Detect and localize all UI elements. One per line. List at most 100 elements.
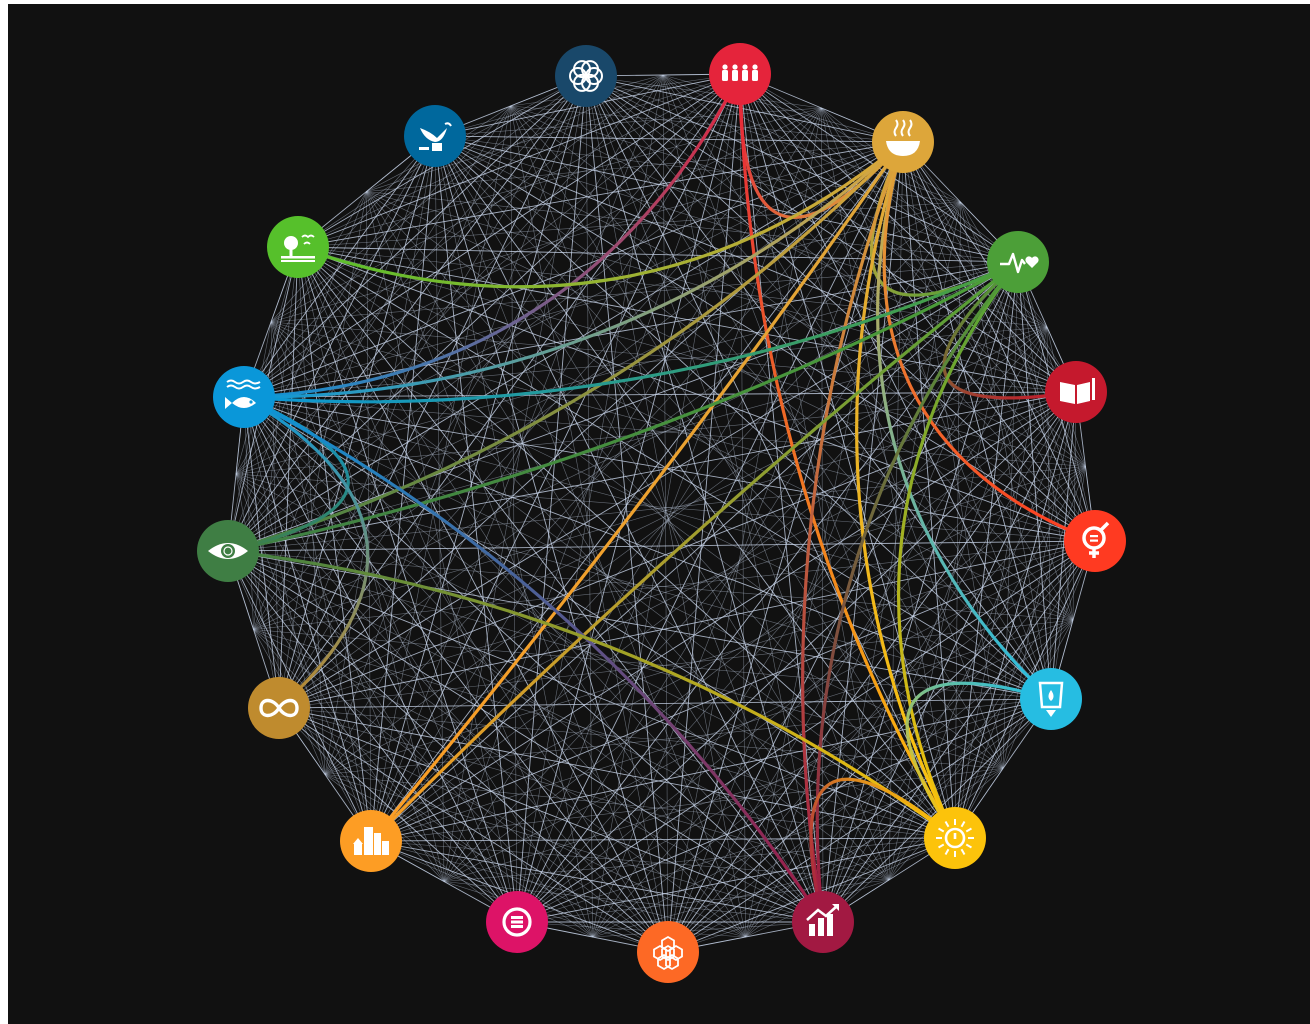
mesh-line xyxy=(443,261,1019,882)
mesh-line xyxy=(278,191,367,709)
mesh-line xyxy=(297,74,664,248)
mesh-line xyxy=(434,135,1004,769)
mesh-line xyxy=(739,73,961,203)
mesh-line xyxy=(585,75,1048,328)
mesh-line xyxy=(434,135,1019,263)
mesh-line xyxy=(270,135,436,323)
mesh-line xyxy=(243,396,1096,542)
mesh-line xyxy=(243,74,664,398)
mesh-line xyxy=(516,540,1096,923)
mesh-line xyxy=(324,540,1096,775)
mesh-line xyxy=(297,246,746,938)
mesh-line xyxy=(516,921,746,938)
mesh-line xyxy=(434,135,956,839)
mesh-line xyxy=(227,135,436,552)
mesh-line xyxy=(227,550,518,923)
mesh-line xyxy=(278,107,822,709)
node-clean-energy[interactable] xyxy=(924,807,986,869)
mesh-line xyxy=(297,246,1077,393)
infinity-icon xyxy=(259,698,299,718)
mesh-line xyxy=(366,191,1096,542)
mesh-line xyxy=(235,473,669,953)
mesh-line xyxy=(902,141,1048,328)
node-circle xyxy=(709,43,771,105)
mesh-line xyxy=(443,881,669,953)
mesh-line xyxy=(370,107,822,842)
mesh-line xyxy=(253,629,956,839)
family-icon xyxy=(722,64,758,81)
mesh-line xyxy=(667,107,822,953)
mesh-line xyxy=(227,75,587,552)
node-peace[interactable] xyxy=(404,105,466,167)
mesh-line xyxy=(227,550,746,938)
mesh-line xyxy=(297,246,1096,542)
mesh-line xyxy=(434,135,518,923)
mesh-line xyxy=(270,75,587,323)
mesh-line xyxy=(516,326,1048,923)
mesh-line xyxy=(954,326,1048,839)
node-health[interactable] xyxy=(987,231,1049,293)
mesh-line xyxy=(822,540,1096,923)
mesh-line xyxy=(516,391,1077,923)
node-industry[interactable] xyxy=(637,921,699,983)
mesh-line xyxy=(243,396,956,839)
mesh-line xyxy=(270,321,1077,393)
mesh-line xyxy=(366,191,1019,263)
mesh-line xyxy=(278,326,1048,709)
mesh-line xyxy=(370,326,1048,842)
mesh-line xyxy=(235,473,1096,542)
mesh-line xyxy=(270,321,518,923)
mesh-line xyxy=(297,201,961,248)
mesh-line xyxy=(1017,261,1086,467)
mesh-line xyxy=(434,135,593,938)
mesh-line xyxy=(297,246,824,923)
mesh-line xyxy=(297,246,1074,621)
tree-icon xyxy=(281,234,315,262)
mesh-line xyxy=(278,707,445,882)
link-health-education xyxy=(942,260,1078,400)
mesh-line xyxy=(585,75,669,953)
mesh-line xyxy=(434,135,1052,700)
node-life-below-water[interactable] xyxy=(213,366,275,428)
node-clean-water[interactable] xyxy=(1020,668,1082,730)
cubes-icon xyxy=(653,935,683,971)
book-icon xyxy=(1060,378,1095,404)
mesh-line xyxy=(954,619,1074,839)
mesh-line xyxy=(243,396,518,923)
node-zero-hunger[interactable] xyxy=(872,111,934,173)
mesh-line xyxy=(370,840,746,938)
link-zero-hunger-climate xyxy=(226,140,905,553)
node-economic-growth[interactable] xyxy=(792,891,854,953)
mesh-line xyxy=(592,141,904,938)
node-reduced-inequality[interactable] xyxy=(486,891,548,953)
mesh-line xyxy=(745,540,1096,938)
link-zero-hunger-economic-growth xyxy=(801,140,905,924)
node-education[interactable] xyxy=(1045,361,1107,423)
node-cities[interactable] xyxy=(340,810,402,872)
node-partnerships[interactable] xyxy=(555,45,617,107)
mesh-line xyxy=(585,75,1004,769)
mesh-line xyxy=(585,75,593,938)
mesh-line xyxy=(243,326,1048,398)
mesh-line xyxy=(278,466,1086,709)
link-health-cities xyxy=(369,260,1020,843)
mesh-line xyxy=(270,321,669,953)
node-climate[interactable] xyxy=(197,520,259,582)
mesh-line xyxy=(253,75,587,630)
mesh-line xyxy=(822,391,1077,923)
mesh-line xyxy=(667,466,1086,953)
node-life-on-land[interactable] xyxy=(267,216,329,278)
mesh-line xyxy=(510,105,1077,393)
mesh-line xyxy=(278,75,587,709)
mesh-line xyxy=(370,840,824,923)
mesh-line xyxy=(243,105,511,398)
mesh-line xyxy=(366,191,669,953)
node-gender-equality[interactable] xyxy=(1064,510,1126,572)
node-circle xyxy=(1045,361,1107,423)
mesh-line xyxy=(822,201,961,923)
node-consumption[interactable] xyxy=(248,677,310,739)
mesh-line xyxy=(434,135,904,143)
gender-icon xyxy=(1082,521,1110,558)
node-no-poverty[interactable] xyxy=(709,43,771,105)
mesh-line xyxy=(297,246,1086,467)
